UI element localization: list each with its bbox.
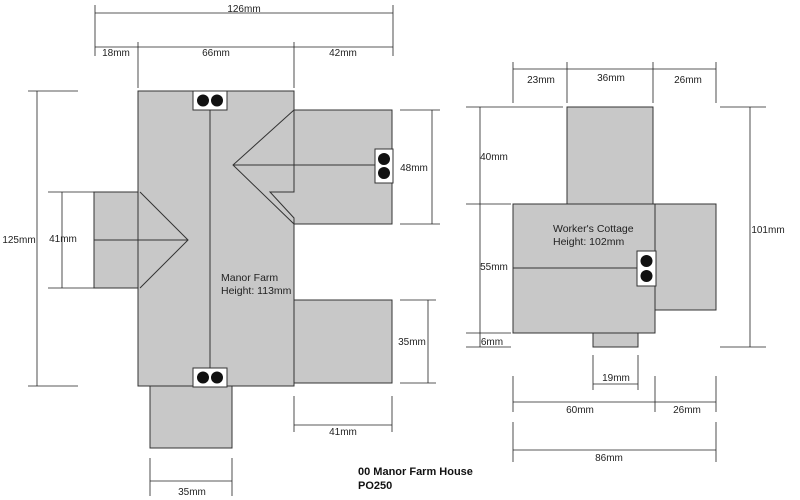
manor-lower-right-block <box>293 299 393 384</box>
cottage-top-middle-label: 36mm <box>597 73 625 84</box>
manor-chimney-top <box>192 90 228 111</box>
cottage-dimensions: 23mm 36mm 26mm 40mm 55mm 6mm 101mm 19mm … <box>466 62 785 464</box>
manor-name-label: Manor Farm <box>221 272 278 284</box>
product-title-line1: 00 Manor Farm House <box>358 466 473 478</box>
manor-right-upper-wing-label: 48mm <box>400 163 428 174</box>
manor-left-wing-label: 41mm <box>49 234 77 245</box>
manor-chimney-bottom <box>192 367 228 388</box>
manor-farm-plan: Manor Farm Height: 113mm <box>93 90 394 449</box>
cottage-total-width-label: 86mm <box>595 453 623 464</box>
cottage-porch-width-label: 19mm <box>602 373 630 384</box>
manor-right-lower-block-label: 35mm <box>398 337 426 348</box>
manor-right-width-label: 42mm <box>329 48 357 59</box>
manor-height-label: Height: 113mm <box>221 285 292 297</box>
product-code: PO250 <box>358 480 392 492</box>
cottage-upper-height-label: 40mm <box>480 152 508 163</box>
cottage-main-width-label: 60mm <box>566 405 594 416</box>
cottage-side-width-label: 26mm <box>673 405 701 416</box>
product-title: 00 Manor Farm House PO250 <box>358 466 473 492</box>
manor-left-width-label: 18mm <box>102 48 130 59</box>
manor-upper-right-wing <box>268 109 393 225</box>
cottage-height-label: Height: 102mm <box>553 236 624 248</box>
cottage-name-label: Worker's Cottage <box>553 223 634 235</box>
manor-dimensions: 126mm 18mm 66mm 42mm 125mm 41mm 48mm 35m… <box>2 4 440 498</box>
manor-total-height-label: 125mm <box>2 235 35 246</box>
cottage-top-left-label: 23mm <box>527 75 555 86</box>
cottage-chimney <box>636 250 657 287</box>
manor-middle-width-label: 66mm <box>202 48 230 59</box>
manor-total-width-label: 126mm <box>227 4 260 15</box>
manor-main-body <box>137 90 295 387</box>
manor-bottom-porch-width-label: 35mm <box>178 487 206 498</box>
cottage-upper-block <box>566 106 654 205</box>
cottage-top-right-label: 26mm <box>674 75 702 86</box>
cottage-plan: Worker's Cottage Height: 102mm <box>512 106 717 348</box>
manor-chimney-right <box>374 148 394 184</box>
cottage-side-block <box>654 203 717 311</box>
cottage-total-height-label: 101mm <box>751 225 784 236</box>
cottage-main-height-label: 55mm <box>480 262 508 273</box>
manor-lower-right-width-label: 41mm <box>329 427 357 438</box>
cottage-porch <box>592 332 639 348</box>
manor-bottom-porch <box>149 385 233 449</box>
cottage-porch-height-label: 6mm <box>481 337 503 348</box>
